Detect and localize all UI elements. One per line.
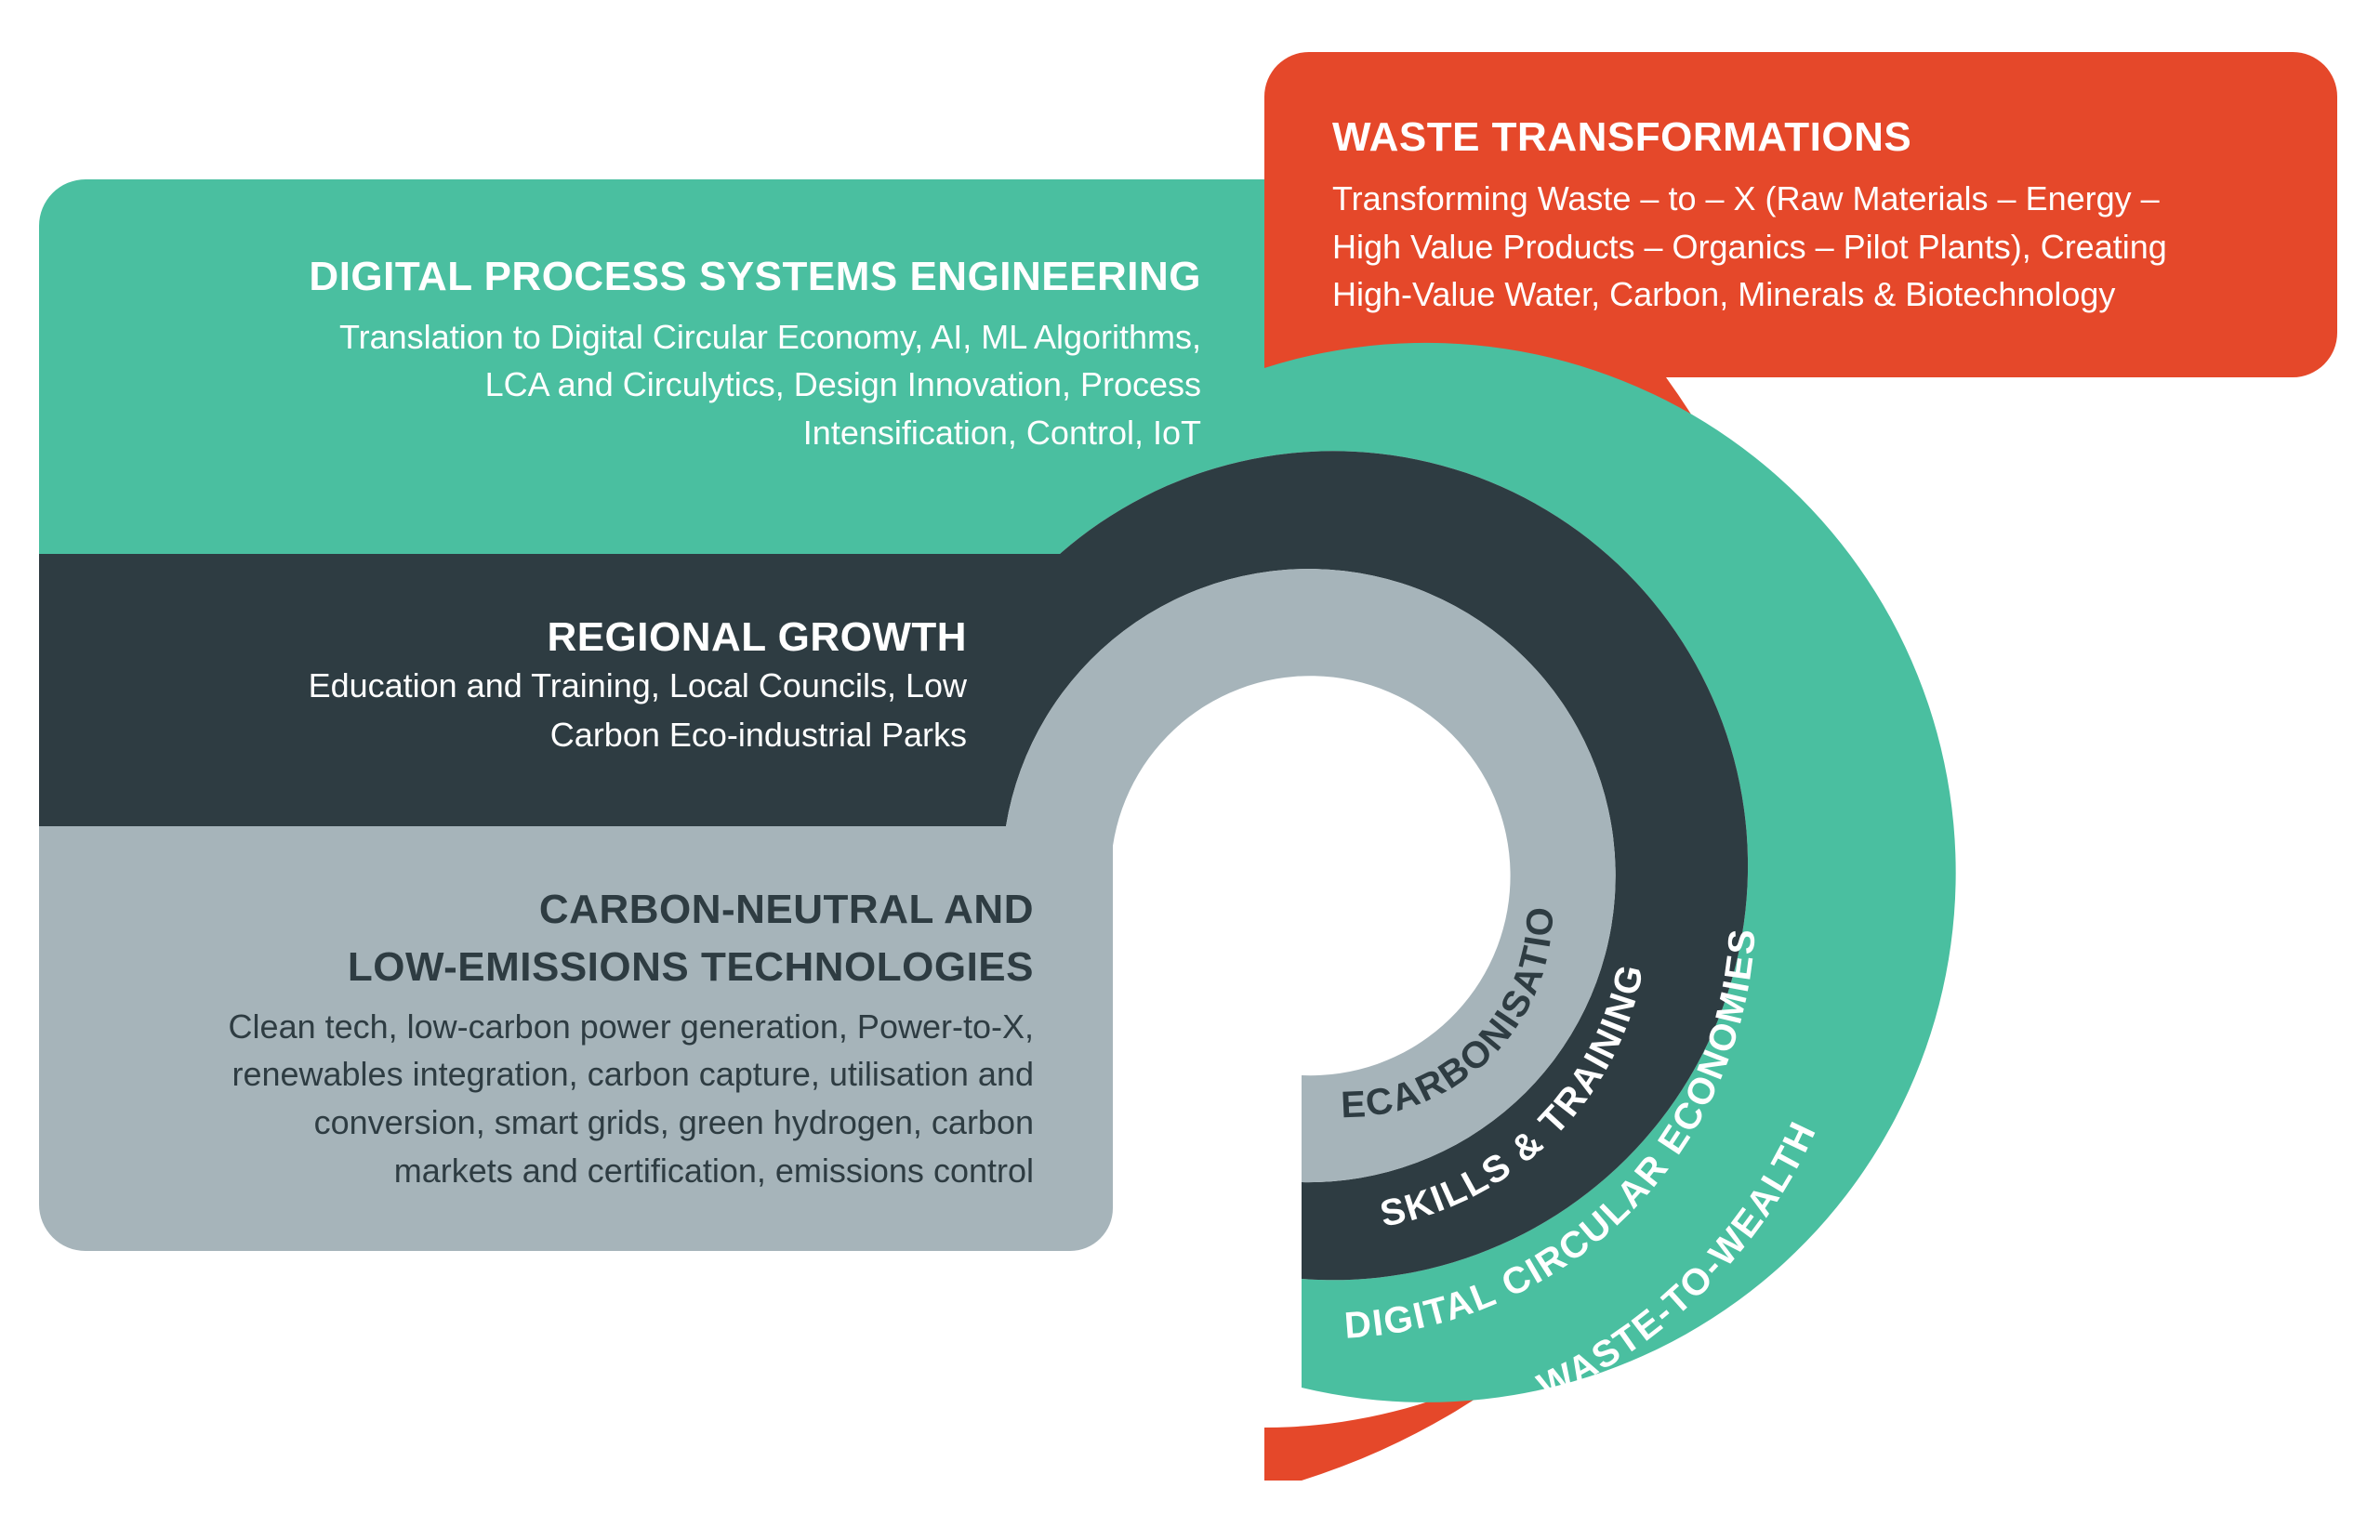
waste-transformations-panel: WASTE TRANSFORMATIONS Transforming Waste… [1332,114,2167,313]
carbon-neutral-line-1: Clean tech, low-carbon power generation,… [229,1007,1034,1046]
carbon-neutral-line-2: renewables integration, carbon capture, … [231,1055,1034,1093]
waste-transformations-title: WASTE TRANSFORMATIONS [1332,114,1911,160]
carbon-neutral-line-3: conversion, smart grids, green hydrogen,… [314,1103,1034,1141]
digital-process-panel: DIGITAL PROCESS SYSTEMS ENGINEERING Tran… [309,254,1201,452]
digital-process-title: DIGITAL PROCESS SYSTEMS ENGINEERING [309,254,1201,299]
carbon-neutral-panel: CARBON-NEUTRAL AND LOW-EMISSIONS TECHNOL… [229,887,1034,1190]
digital-process-line-2: LCA and Circulytics, Design Innovation, … [485,365,1201,403]
decarbonisation-band [39,569,1616,1251]
waste-transformations-line-2: High Value Products – Organics – Pilot P… [1332,228,2167,266]
regional-growth-panel: REGIONAL GROWTH Education and Training, … [309,614,968,754]
digital-process-line-3: Intensification, Control, IoT [803,414,1201,452]
regional-growth-title: REGIONAL GROWTH [547,614,967,660]
skills-training-band [39,451,1749,1281]
waste-transformations-line-1: Transforming Waste – to – X (Raw Materia… [1332,179,2160,217]
carbon-neutral-title-line-1: CARBON-NEUTRAL AND [539,887,1034,932]
carbon-neutral-title-line-2: LOW-EMISSIONS TECHNOLOGIES [348,944,1034,990]
digital-process-line-1: Translation to Digital Circular Economy,… [339,318,1201,356]
waste-transformations-line-3: High-Value Water, Carbon, Minerals & Bio… [1332,275,2115,313]
carbon-neutral-line-4: markets and certification, emissions con… [394,1152,1034,1190]
regional-growth-line-2: Carbon Eco-industrial Parks [550,716,967,754]
digital-circular-economies-band [39,179,1956,1402]
regional-growth-line-1: Education and Training, Local Councils, … [309,666,968,704]
